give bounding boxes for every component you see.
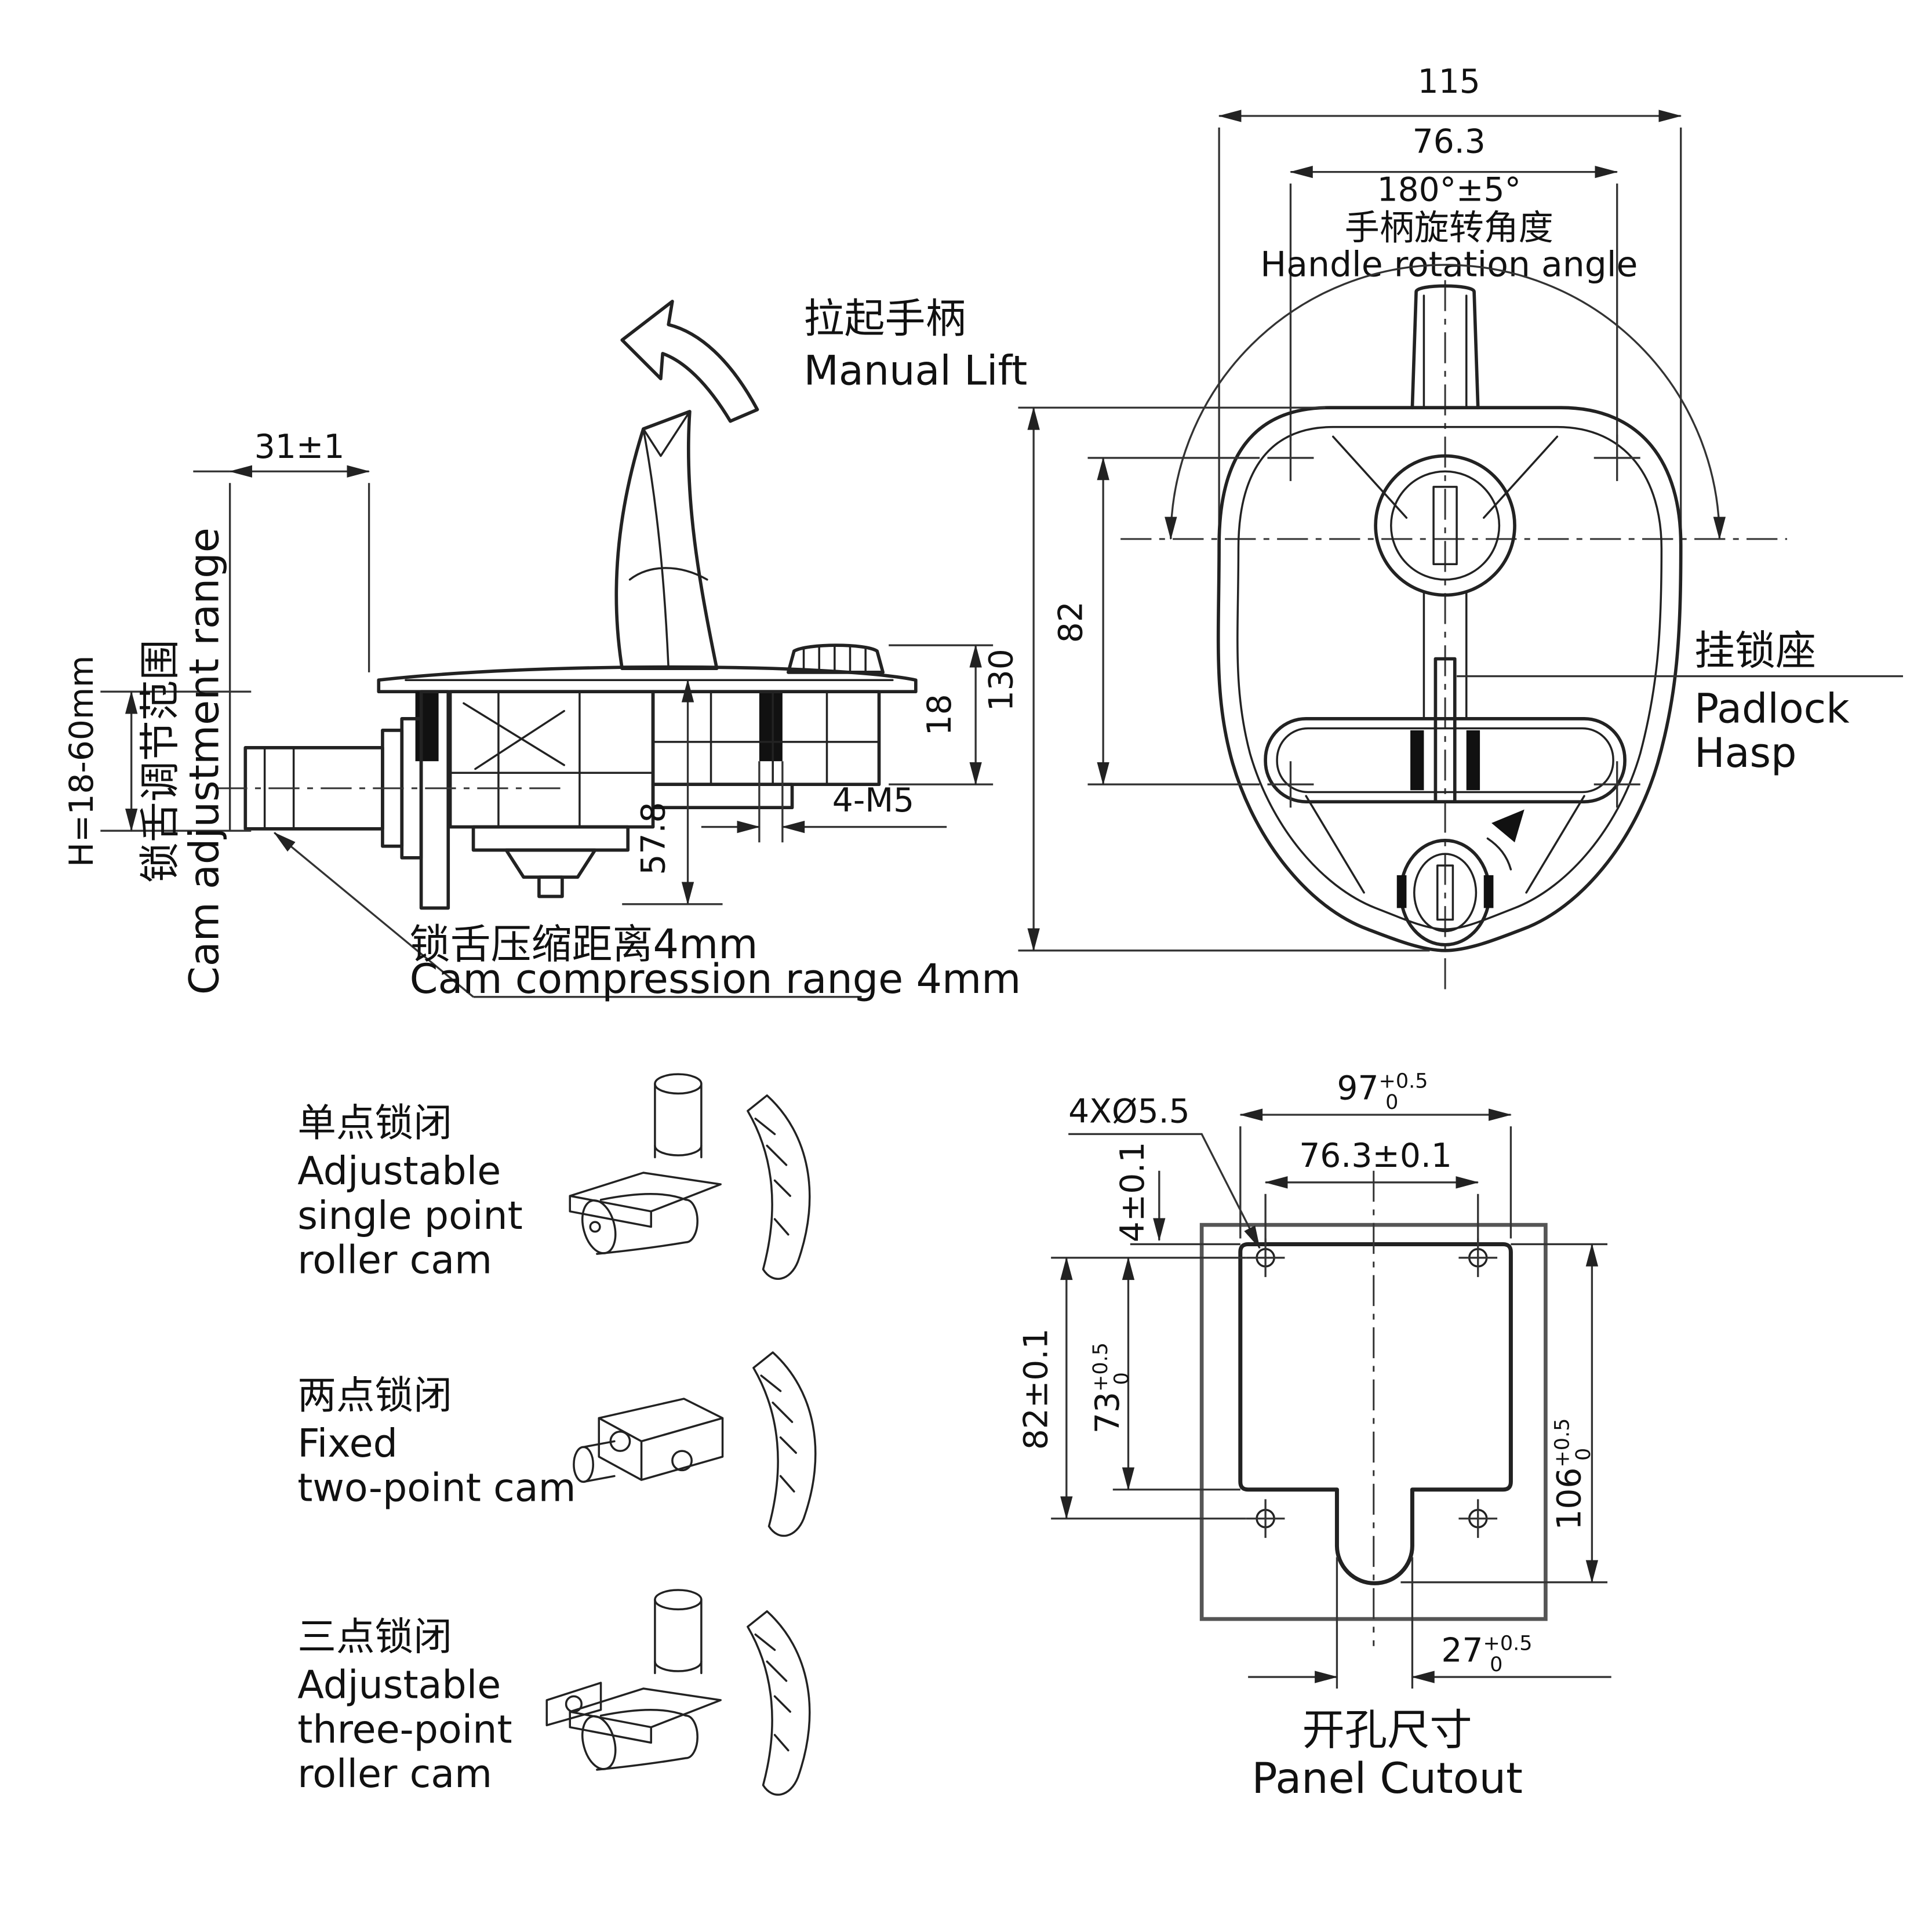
dim-82-label: 82 — [1051, 601, 1090, 643]
dim-82-label: 82±0.1 — [1017, 1329, 1055, 1450]
variant3-en2: three-point — [297, 1707, 512, 1752]
flange-plate — [377, 665, 918, 694]
variant2-en2: two-point cam — [297, 1465, 576, 1511]
dim-73-label: 73+0.50 — [1089, 1342, 1134, 1433]
holes-label: 4XØ5.5 — [1068, 1092, 1190, 1130]
mechanism-housing — [448, 690, 655, 829]
holes-leader — [1068, 1133, 1261, 1249]
dim-h-label: H=18-60mm — [63, 656, 101, 867]
svg-text:106+0.50: 106+0.50 — [1550, 1418, 1595, 1530]
handle-pivot-boss — [1374, 454, 1516, 597]
padlock-label-cn: 挂锁座 — [1694, 627, 1816, 675]
body-ribs — [1305, 435, 1585, 894]
keyway — [1436, 864, 1454, 921]
variant1-en1: Adjustable — [297, 1148, 501, 1194]
compression-label-cn: 锁舌压缩距离4mm — [410, 920, 758, 968]
panel-holes — [1246, 1238, 1498, 1538]
latch-body-outline — [1216, 406, 1683, 952]
variant2-sketch — [573, 1351, 817, 1537]
rotation-mark — [1491, 809, 1525, 843]
variant3-en1: Adjustable — [297, 1662, 501, 1708]
rotation-angle-cn: 手柄旋转角度 — [1345, 208, 1553, 248]
dim-76-label: 76.3 — [1413, 122, 1486, 161]
compression-leader — [274, 832, 474, 998]
mounting-stud — [415, 692, 439, 762]
handle-stem — [1410, 284, 1480, 410]
adjusting-nut — [504, 848, 597, 879]
compression-label-en: Cam compression range 4mm — [410, 955, 1021, 1003]
dim-18-label: 18 — [920, 694, 959, 736]
mounting-stud — [759, 692, 783, 762]
cutout-outline — [1238, 1242, 1513, 1585]
cam-variants: 单点锁闭 Adjustable single point roller cam … — [297, 1073, 817, 1796]
panel-cutout-title-cn: 开孔尺寸 — [1302, 1706, 1472, 1755]
side-view: 31±1 H=18-60mm 锁舌调节范围 Cam adjustment ran… — [63, 294, 1027, 1003]
recess-tray-outline — [1236, 425, 1663, 930]
dim-763-label: 76.3±0.1 — [1299, 1137, 1452, 1175]
dim-130-label: 130 — [982, 649, 1020, 711]
cam-range-en: Cam adjustment range — [181, 527, 228, 995]
variant1-cn: 单点锁闭 — [297, 1100, 452, 1145]
variant3-sketch — [545, 1589, 811, 1796]
variant3-cn: 三点锁闭 — [297, 1614, 452, 1659]
padlock-label-en2: Hasp — [1694, 729, 1796, 777]
variant2-cn: 两点锁闭 — [297, 1373, 452, 1418]
dim-106-label: 106+0.50 — [1550, 1418, 1595, 1530]
variant1-en3: roller cam — [297, 1237, 492, 1282]
panel-cutout-title-en: Panel Cutout — [1251, 1754, 1523, 1803]
rotation-angle-value: 180°±5° — [1377, 171, 1521, 209]
variant3-en3: roller cam — [297, 1751, 492, 1796]
dim-4m5-label: 4-M5 — [832, 781, 914, 820]
padlock-label-en1: Padlock — [1694, 685, 1850, 733]
variant2-en1: Fixed — [297, 1421, 398, 1466]
dim-578-label: 57.8 — [635, 802, 673, 875]
variant1-sketch — [569, 1073, 811, 1280]
lift-label-cn: 拉起手柄 — [804, 294, 966, 342]
lock-cap — [787, 643, 885, 674]
dim-31-label: 31±1 — [254, 428, 345, 466]
cam-plate — [419, 690, 450, 910]
svg-text:73+0.50: 73+0.50 — [1089, 1342, 1134, 1433]
front-view: 115 76.3 180°±5° 手柄旋转角度 Handle rotation … — [982, 63, 1904, 995]
variant1-en2: single point — [297, 1193, 522, 1238]
dim-115-label: 115 — [1418, 63, 1480, 101]
lift-label-en: Manual Lift — [804, 347, 1028, 394]
dim-4-label: 4±0.1 — [1114, 1142, 1152, 1243]
cam-range-cn: 锁舌调节范围 — [136, 639, 184, 883]
mounting-hole-marks — [1267, 434, 1640, 808]
padlock-hasp-slot — [1433, 657, 1457, 804]
lift-arrow — [620, 300, 759, 423]
